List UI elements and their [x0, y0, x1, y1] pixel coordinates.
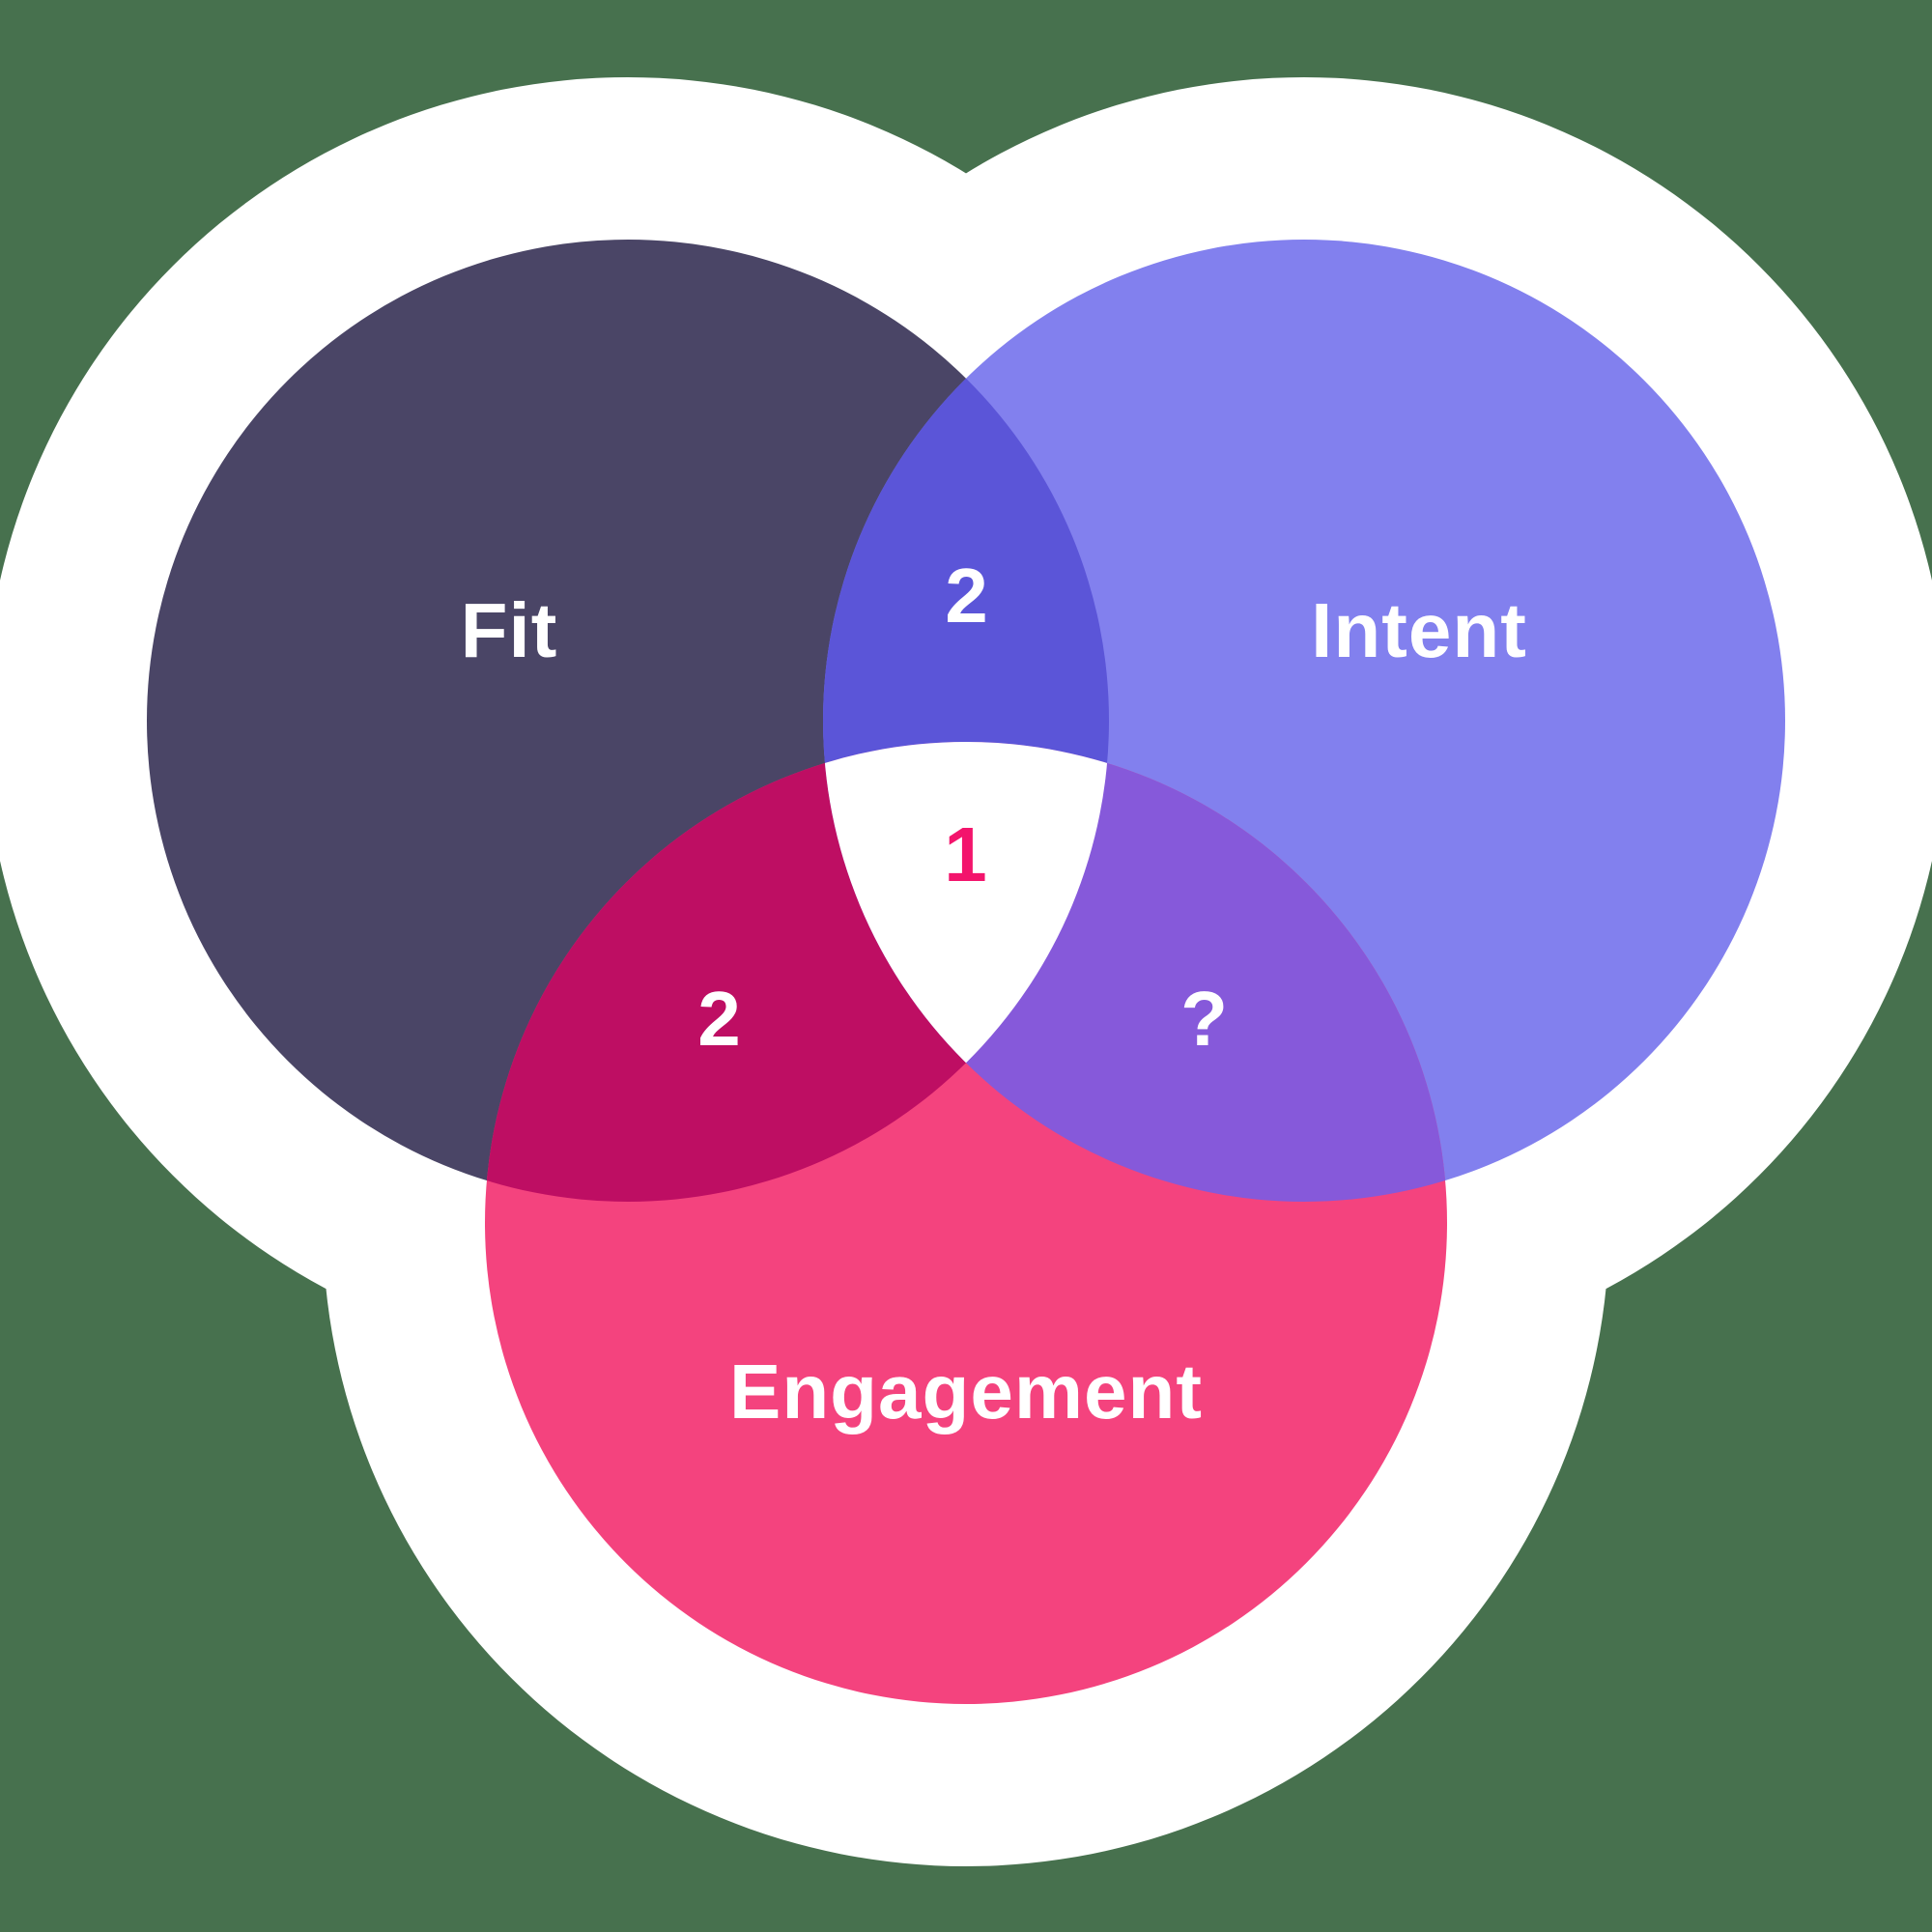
fit-engagement-overlap [485, 742, 1109, 1202]
fit-engagement-count: 2 [697, 976, 742, 1062]
intent-engagement-count: ? [1180, 976, 1229, 1062]
engagement-label: Engagement [729, 1349, 1203, 1435]
fit-intent-count: 2 [945, 553, 989, 639]
fit-engagement-overlap-shape [485, 742, 1109, 1202]
center-count: 1 [944, 811, 988, 897]
intent-label: Intent [1311, 587, 1527, 673]
intent-engagement-overlap-shape [823, 742, 1447, 1202]
fit-label: Fit [461, 587, 558, 673]
intent-engagement-overlap [823, 742, 1447, 1202]
